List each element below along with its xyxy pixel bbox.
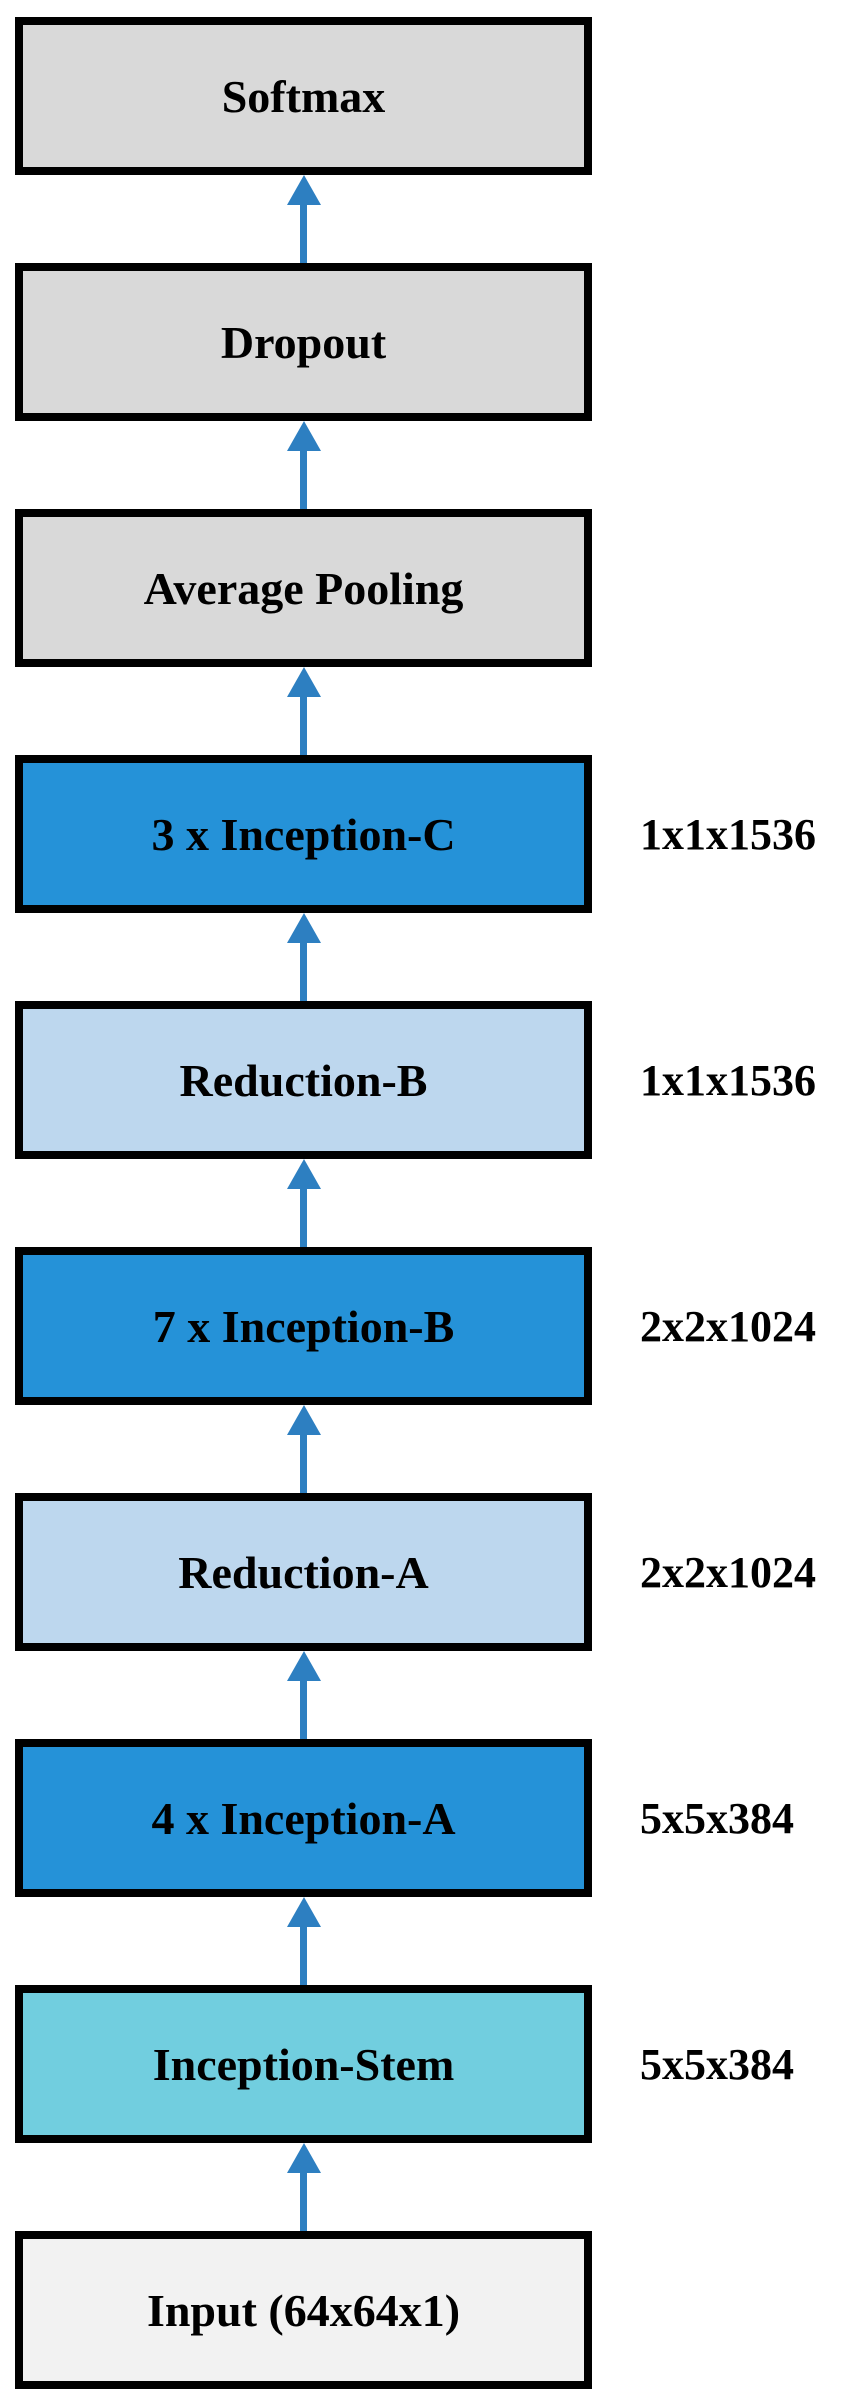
flow-arrow-up-icon	[15, 421, 592, 509]
arrowhead-icon	[286, 421, 321, 451]
output-shape-label: 5x5x384	[640, 2039, 794, 2089]
layer-box-reduction-b: Reduction-B	[15, 1001, 592, 1159]
arrow-shaft	[300, 1681, 307, 1739]
arrowhead-icon	[286, 2143, 321, 2173]
arrowhead-icon	[286, 1405, 321, 1435]
arrow-shaft	[300, 2173, 307, 2231]
layer-box-inception-b: 7 x Inception-B	[15, 1247, 592, 1405]
arrowhead-icon	[286, 1651, 321, 1681]
flow-arrow-up-icon	[15, 1651, 592, 1739]
output-shape-label: 1x1x1536	[640, 809, 816, 859]
layer-label: Reduction-B	[179, 1054, 428, 1106]
arrow-shaft	[300, 205, 307, 263]
arrow-shaft	[300, 1189, 307, 1247]
output-shape-label: 2x2x1024	[640, 1547, 816, 1597]
layer-box-input: Input (64x64x1)	[15, 2231, 592, 2389]
flow-arrow-up-icon	[15, 667, 592, 755]
layer-label: Dropout	[220, 316, 387, 368]
layer-label: 7 x Inception-B	[152, 1300, 455, 1352]
arrow-shaft	[300, 1435, 307, 1493]
layer-label: 4 x Inception-A	[151, 1792, 456, 1844]
flow-arrow-up-icon	[15, 1159, 592, 1247]
layer-label: Softmax	[221, 70, 386, 122]
arrow-shaft	[300, 697, 307, 755]
arrow-shaft	[300, 943, 307, 1001]
layer-label: 3 x Inception-C	[151, 808, 456, 860]
arrow-shaft	[300, 1927, 307, 1985]
output-shape-label: 5x5x384	[640, 1793, 794, 1843]
arrowhead-icon	[286, 913, 321, 943]
layer-box-average-pooling: Average Pooling	[15, 509, 592, 667]
flow-arrow-up-icon	[15, 1405, 592, 1493]
layer-box-inception-stem: Inception-Stem	[15, 1985, 592, 2143]
layer-box-inception-a: 4 x Inception-A	[15, 1739, 592, 1897]
layer-box-reduction-a: Reduction-A	[15, 1493, 592, 1651]
flow-arrow-up-icon	[15, 2143, 592, 2231]
flow-arrow-up-icon	[15, 1897, 592, 1985]
arrow-shaft	[300, 451, 307, 509]
layer-label: Reduction-A	[178, 1546, 429, 1598]
layer-label: Input (64x64x1)	[146, 2284, 461, 2336]
arrowhead-icon	[286, 667, 321, 697]
layer-box-dropout: Dropout	[15, 263, 592, 421]
arrowhead-icon	[286, 1897, 321, 1927]
flow-arrow-up-icon	[15, 913, 592, 1001]
flow-arrow-up-icon	[15, 175, 592, 263]
layer-box-softmax: Softmax	[15, 17, 592, 175]
layer-label: Inception-Stem	[152, 2038, 455, 2090]
layer-label: Average Pooling	[143, 562, 464, 614]
output-shape-label: 2x2x1024	[640, 1301, 816, 1351]
arrowhead-icon	[286, 175, 321, 205]
layer-box-inception-c: 3 x Inception-C	[15, 755, 592, 913]
output-shape-label: 1x1x1536	[640, 1055, 816, 1105]
arrowhead-icon	[286, 1159, 321, 1189]
